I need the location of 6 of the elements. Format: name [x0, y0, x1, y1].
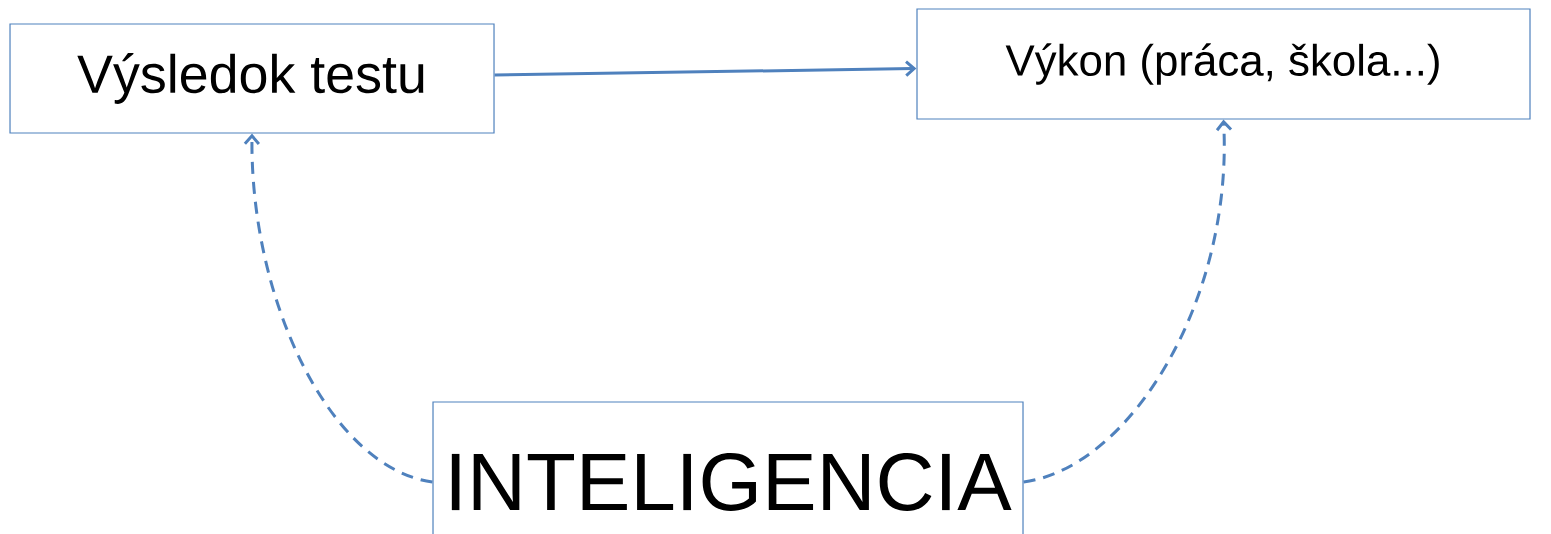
arrow [494, 60, 917, 77]
text-box: Výsledok testu [9, 23, 495, 134]
text-box: Výkon (práca, škola...) [916, 8, 1531, 120]
arrow [1023, 119, 1233, 484]
arrow [243, 133, 433, 484]
text-box: INTELIGENCIA [432, 401, 1024, 534]
